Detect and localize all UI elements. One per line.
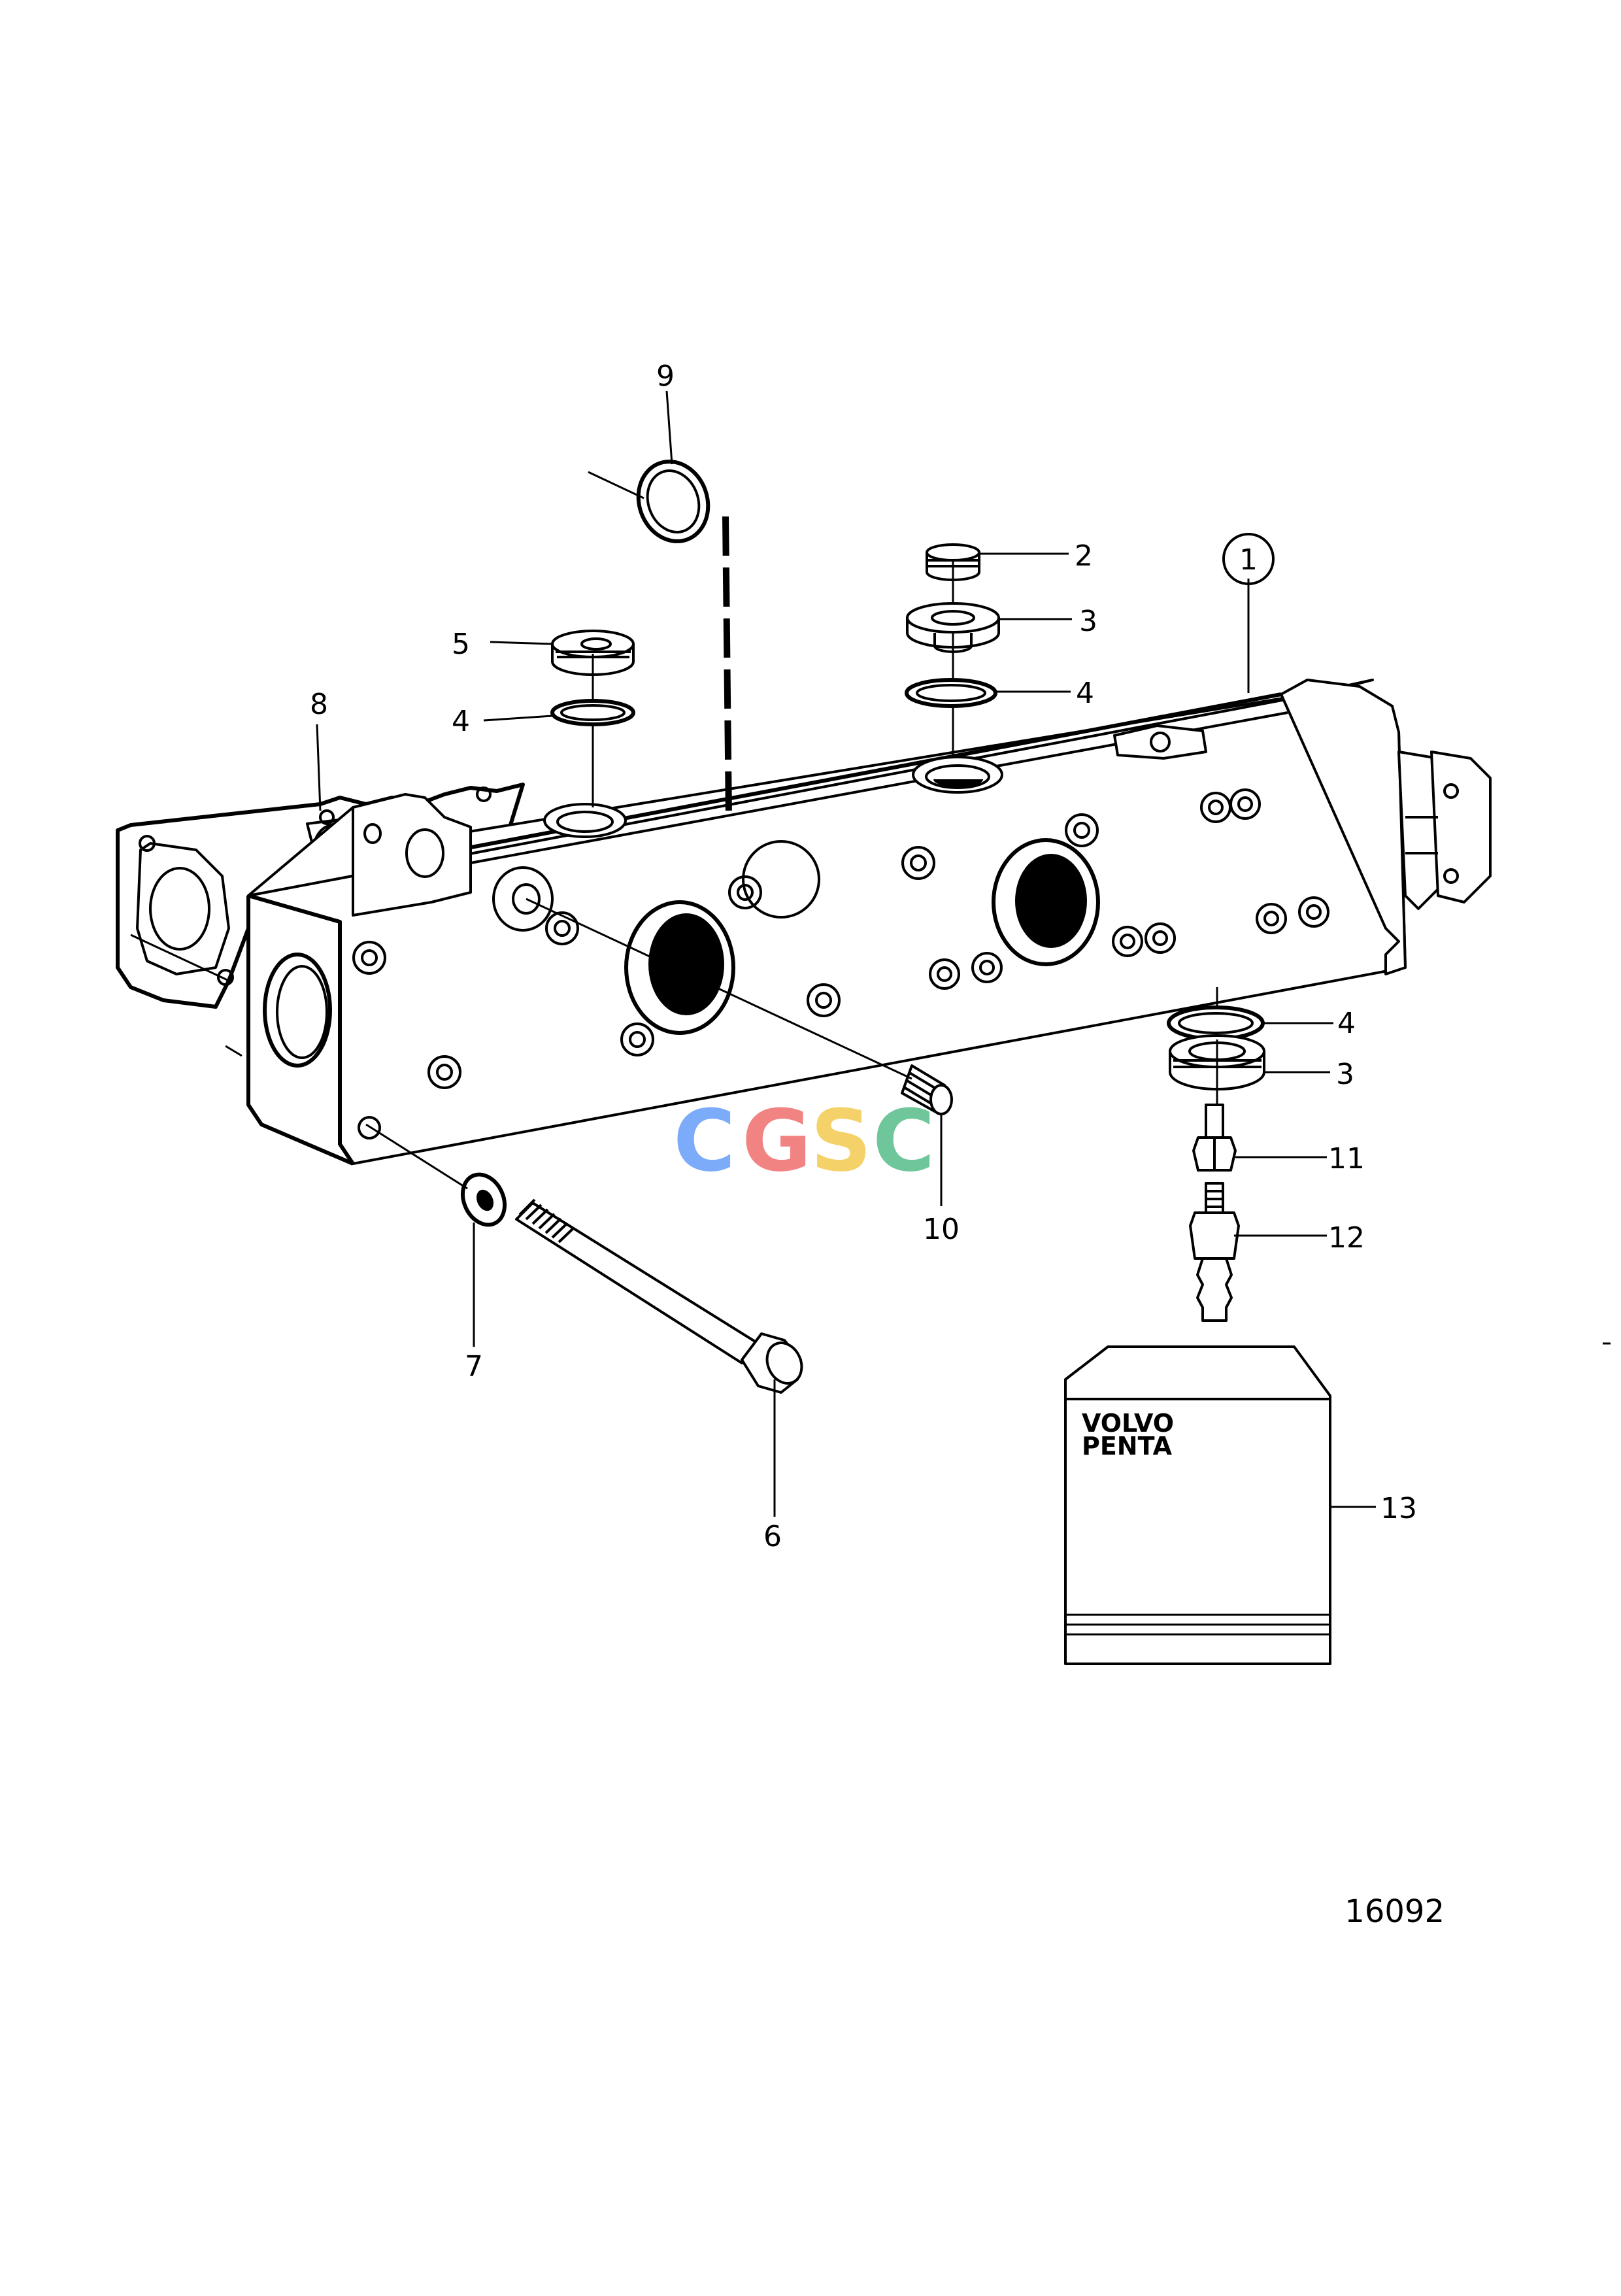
callout-2: 2 [1075, 539, 1093, 573]
bolt-holes [352, 788, 1329, 1140]
leader-lines [130, 390, 1376, 1517]
callout-10: 10 [923, 1213, 960, 1246]
callout-4-mid: 4 [1076, 677, 1094, 710]
kit-brand-line1: VOLVO [1082, 1409, 1174, 1438]
callout-12: 12 [1328, 1221, 1365, 1255]
hose-connector-12 [1189, 1182, 1240, 1322]
watermark-letter: C [673, 1091, 735, 1190]
callout-1: 1 [1239, 543, 1258, 577]
watermark-letter: G [742, 1091, 812, 1190]
seal-ring-4b [905, 678, 997, 708]
callout-circle-1 [1222, 533, 1275, 585]
dipstick-guide-line [722, 516, 732, 818]
nipple-11 [1192, 1104, 1237, 1172]
spare-parts-kit-13: VOLVO PENTA [1064, 1345, 1331, 1665]
callout-4-left: 4 [452, 705, 470, 738]
callout-8: 8 [310, 688, 328, 721]
seal-ring-4a [550, 699, 635, 726]
seal-ring-4c [1167, 1005, 1265, 1041]
callout-labels: 1 2 3 3 4 4 4 5 6 7 8 9 10 11 12 13 [310, 360, 1417, 1553]
callout-11: 11 [1328, 1142, 1365, 1175]
callout-4-bottom: 4 [1337, 1007, 1356, 1040]
callout-3-bottom: 3 [1336, 1058, 1354, 1091]
callout-9: 9 [656, 360, 675, 393]
kit-brand-line2: PENTA [1082, 1432, 1173, 1460]
washer-7 [460, 1172, 507, 1227]
watermark-letter: C [873, 1091, 935, 1190]
figure-number: 16092 [1345, 1893, 1445, 1930]
watermark-letter: S [811, 1091, 872, 1190]
o-ring-9 [636, 460, 710, 543]
plug-2 [926, 543, 980, 581]
callout-13: 13 [1380, 1492, 1417, 1525]
callout-7: 7 [465, 1350, 483, 1383]
watermark: C G S C [673, 1091, 935, 1190]
callout-6: 6 [763, 1520, 782, 1553]
exhaust-manifold-body [246, 679, 1492, 1166]
callout-3-top: 3 [1079, 605, 1097, 638]
callout-5: 5 [452, 628, 470, 661]
bolt-6 [515, 1198, 803, 1394]
screw-10 [901, 1064, 953, 1115]
